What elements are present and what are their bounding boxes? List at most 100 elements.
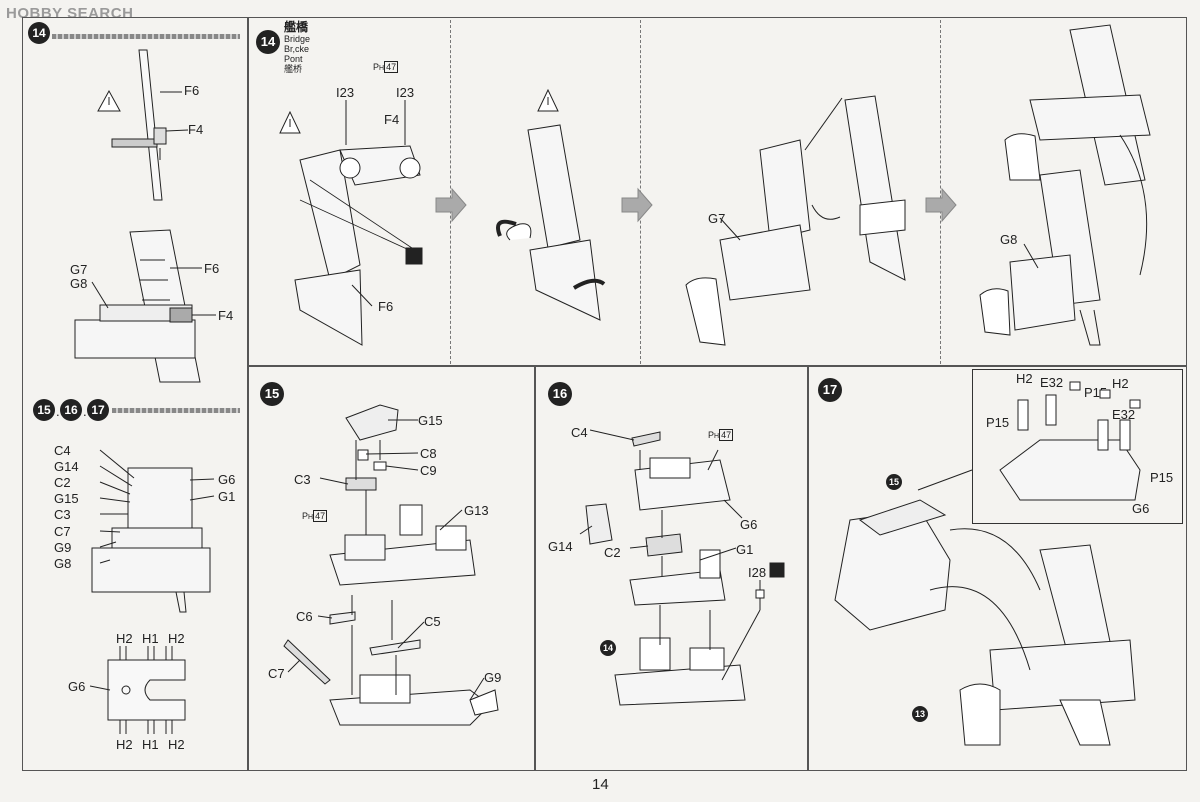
side-g6-h2-tr: H2 — [168, 631, 185, 646]
step15-ph-num: 47 — [313, 510, 328, 522]
side-header-bar-1 — [52, 34, 240, 39]
step17-label-e32a: E32 — [1040, 375, 1064, 390]
side-g6-h2-br: H2 — [168, 737, 185, 752]
step16-assembly-drawing — [579, 429, 785, 706]
step14-label-g8: G8 — [1000, 232, 1018, 247]
step15-label-g9: G9 — [484, 670, 502, 685]
side-label-f6b: F6 — [204, 261, 220, 276]
step16-label-g1: G1 — [736, 542, 754, 557]
side-f6-mast-drawing — [111, 49, 189, 201]
side-header-bar-2 — [112, 408, 240, 413]
side-label-g14: G14 — [54, 459, 79, 474]
step17-label-h2b: H2 — [1112, 376, 1129, 391]
step16-ph-num: 47 — [719, 429, 734, 441]
step15-label-c7: C7 — [268, 666, 285, 681]
bridge-title-fr: Pont — [284, 54, 303, 64]
bridge-title-de: Br,cke — [284, 44, 310, 54]
step14-bridge-assembly-c-drawing — [685, 95, 906, 346]
side-step16-number: 16 — [60, 399, 82, 421]
step14-ph-num: 47 — [384, 61, 399, 73]
side-header-sep-1: . — [56, 404, 60, 419]
step-arrow-1 — [435, 187, 467, 223]
side-bridge-assembly-drawing — [74, 229, 216, 383]
step14-label-i23a: I23 — [336, 85, 355, 100]
step17-label-g6: G6 — [1132, 501, 1150, 516]
divider-1 — [450, 20, 451, 364]
step16-label-i28: I28 — [748, 565, 767, 580]
side-label-g8: G8 — [70, 276, 88, 291]
side-label-c2: C2 — [54, 475, 71, 490]
step15-ph-sub: H — [308, 514, 314, 521]
step17-label-p15a: P15 — [986, 415, 1010, 430]
side-bridge-tower-drawing — [91, 449, 215, 613]
side-g6-h2-tl: H2 — [116, 631, 133, 646]
step17-label-e32b: E32 — [1112, 407, 1136, 422]
bridge-title-en: Bridge — [284, 34, 311, 44]
step16-panel-frame — [535, 366, 808, 771]
bridge-title: 艦橋 Bridge Br,cke Pont 艦桥 — [284, 20, 310, 74]
step16-label-g6: G6 — [740, 517, 758, 532]
step14-warning-icon — [279, 110, 301, 134]
side-label-f6: F6 — [184, 83, 200, 98]
side-label-c4: C4 — [54, 443, 71, 458]
bridge-title-cn: 艦桥 — [284, 64, 303, 74]
side-label-g9: G9 — [54, 540, 72, 555]
step14-ph-sub: H — [379, 65, 385, 72]
step14-label-f6: F6 — [378, 299, 394, 314]
side-label-g1: G1 — [218, 489, 236, 504]
step15-panel-frame — [248, 366, 535, 771]
step16-ph-sub: H — [714, 433, 720, 440]
step17-assembly-drawing — [834, 381, 1141, 746]
step14-label-g7: G7 — [708, 211, 726, 226]
step15-assembly-drawing — [283, 404, 499, 726]
bridge-title-jp: 艦橋 — [284, 20, 309, 34]
side-label-c7: C7 — [54, 524, 71, 539]
side-step15-number: 15 — [33, 399, 55, 421]
step14-panel-frame — [248, 17, 1187, 366]
step16-label-g14: G14 — [548, 539, 573, 554]
step14-bridge-assembly-d-drawing — [979, 24, 1151, 346]
side-label-g8c: G8 — [54, 556, 72, 571]
side-g6-h1-b: H1 — [142, 737, 159, 752]
step15-label-c5: C5 — [424, 614, 441, 629]
step16-ph-letter: P — [708, 430, 715, 440]
step15-label-g15: G15 — [418, 413, 443, 428]
step16-label-c4: C4 — [571, 425, 588, 440]
step14-ph-letter: P — [373, 62, 380, 72]
step15-number: 15 — [260, 382, 284, 406]
side-g6-label: G6 — [68, 679, 86, 694]
page-number: 14 — [592, 776, 609, 793]
side-warning-icon — [97, 89, 121, 112]
side-g6-h1-t: H1 — [142, 631, 159, 646]
step15-label-c8: C8 — [420, 446, 437, 461]
side-header-sep-2: . — [83, 404, 87, 419]
side-label-g7: G7 — [70, 262, 88, 277]
step15-label-g13: G13 — [464, 503, 489, 518]
side-label-f4b: F4 — [218, 308, 234, 323]
side-g6-h2-bl: H2 — [116, 737, 133, 752]
step14-bridge-frame-b-drawing — [496, 88, 606, 321]
step17-number: 17 — [818, 378, 842, 402]
step17-inset-frame — [972, 369, 1183, 524]
side-label-g6: G6 — [218, 472, 236, 487]
side-panel-frame — [22, 17, 248, 771]
step17-ref-13: 13 — [912, 706, 928, 722]
step17-panel-frame — [808, 366, 1187, 771]
side-step17-number: 17 — [87, 399, 109, 421]
step16-label-c2: C2 — [604, 545, 621, 560]
step17-label-p15c: P15 — [1150, 470, 1174, 485]
step14-label-f4: F4 — [384, 112, 400, 127]
step14-label-i23b: I23 — [396, 85, 415, 100]
divider-3 — [940, 20, 941, 364]
step14-number: 14 — [256, 30, 280, 54]
side-label-f4: F4 — [188, 122, 204, 137]
side-g6-plate-drawing — [89, 646, 186, 734]
step17-label-h2a: H2 — [1016, 371, 1033, 386]
step14-bridge-frame-drawing — [294, 100, 421, 346]
step16-number: 16 — [548, 382, 572, 406]
step15-label-c3: C3 — [294, 472, 311, 487]
